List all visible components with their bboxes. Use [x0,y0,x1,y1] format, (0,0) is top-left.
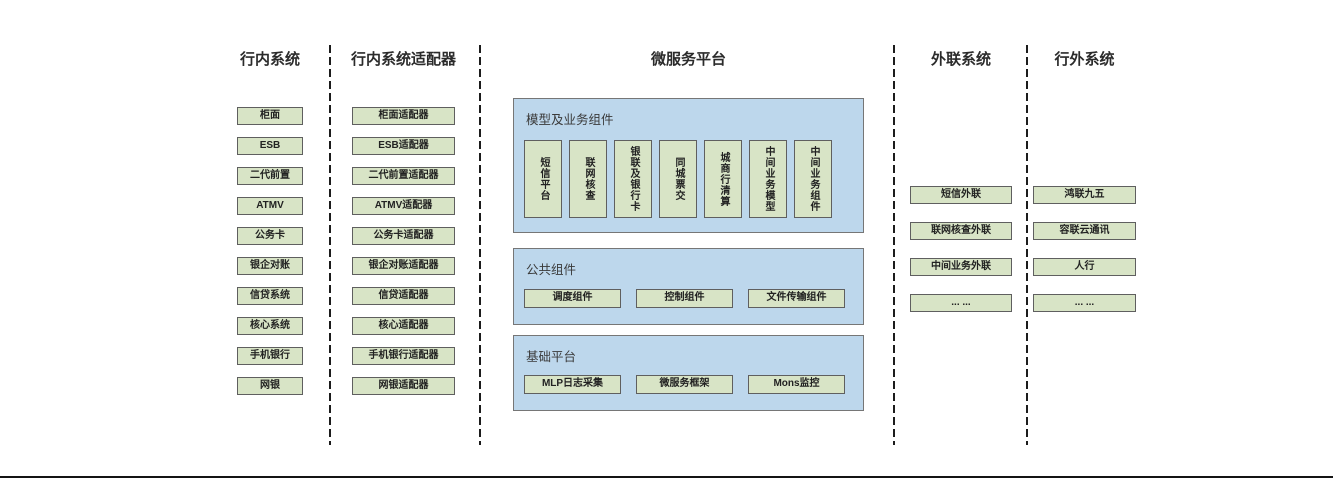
panel-model-business-components: 模型及业务组件 短信平台联网核查银联及银行卡同城票交城商行清算中间业务模型中间业… [513,98,864,233]
common-components-row: 调度组件控制组件文件传输组件 [524,289,845,308]
column-external-systems: 外联系统 短信外联联网核查外联中间业务外联 ... ... [910,50,1012,330]
adapter-box: 核心适配器 [352,317,455,335]
outside-box: 人行 [1033,258,1136,276]
column-header-internal-systems: 行内系统 [239,51,300,68]
system-box: 网银 [237,377,303,395]
panel-title-base: 基础平台 [526,350,577,364]
system-box: ESB [237,137,303,155]
system-box: 信贷系统 [237,287,303,305]
adapter-box: 公务卡适配器 [352,227,455,245]
platform-title: 微服务平台 [650,51,726,68]
panel-title-model: 模型及业务组件 [526,113,614,127]
panel-title-common: 公共组件 [526,263,577,277]
system-box: 柜面 [237,107,303,125]
panel-common-components: 公共组件 调度组件控制组件文件传输组件 [513,248,864,325]
component-box: 文件传输组件 [748,289,845,308]
outside-box: 容联云通讯 [1033,222,1136,240]
component-box-vertical: 银联及银行卡 [614,140,652,218]
component-box-vertical: 中间业务模型 [749,140,787,218]
system-box: 核心系统 [237,317,303,335]
adapter-box: ATMV适配器 [352,197,455,215]
column-header-external-systems: 外联系统 [930,51,991,68]
column-header-outside-systems: 行外系统 [1054,51,1115,68]
model-components-row: 短信平台联网核查银联及银行卡同城票交城商行清算中间业务模型中间业务组件 [524,140,832,218]
external-systems-list: 短信外联联网核查外联中间业务外联 ... ... [910,186,1012,330]
system-box: 二代前置 [237,167,303,185]
adapter-box: 网银适配器 [352,377,455,395]
outside-systems-list: 鸿联九五容联云通讯人行 ... ... [1033,186,1136,330]
system-box: 公务卡 [237,227,303,245]
bottom-divider-line [0,476,1333,478]
internal-systems-list: 柜面 ESB 二代前置 ATMV 公务卡银企对账信贷系统核心系统手机银行网银 [237,107,303,407]
dashed-separator [893,45,895,445]
adapter-box: 银企对账适配器 [352,257,455,275]
component-box-vertical: 联网核查 [569,140,607,218]
external-box: 中间业务外联 [910,258,1012,276]
component-box: 微服务框架 [636,375,733,394]
system-box: ATMV [237,197,303,215]
system-box: 银企对账 [237,257,303,275]
component-box: 控制组件 [636,289,733,308]
column-header-internal-adapters: 行内系统适配器 [351,51,457,68]
component-box-vertical: 城商行清算 [704,140,742,218]
outside-box: ... ... [1033,294,1136,312]
dashed-separator [1026,45,1028,445]
system-box: 手机银行 [237,347,303,365]
component-box-vertical: 短信平台 [524,140,562,218]
component-box: MLP日志采集 [524,375,621,394]
adapter-box: 手机银行适配器 [352,347,455,365]
base-platform-row: MLP日志采集微服务框架 Mons监控 [524,375,845,394]
adapter-box: ESB适配器 [352,137,455,155]
component-box-vertical: 同城票交 [659,140,697,218]
component-box: Mons监控 [748,375,845,394]
external-box: 联网核查外联 [910,222,1012,240]
column-internal-systems: 行内系统 柜面 ESB 二代前置 ATMV 公务卡银企对账信贷系统核心系统手机银行网银 [237,50,303,407]
adapter-box: 柜面适配器 [352,107,455,125]
external-box: ... ... [910,294,1012,312]
external-box: 短信外联 [910,186,1012,204]
panel-base-platform: 基础平台 MLP日志采集微服务框架 Mons监控 [513,335,864,411]
internal-adapters-list: 柜面适配器 ESB适配器二代前置适配器 ATMV适配器公务卡适配器银企对账适配器信贷… [352,107,455,407]
adapter-box: 信贷适配器 [352,287,455,305]
component-box: 调度组件 [524,289,621,308]
dashed-separator [479,45,481,445]
outside-box: 鸿联九五 [1033,186,1136,204]
adapter-box: 二代前置适配器 [352,167,455,185]
column-internal-adapters: 行内系统适配器 柜面适配器 ESB适配器二代前置适配器 ATMV适配器公务卡适配器银… [351,50,457,407]
column-outside-systems: 行外系统 鸿联九五容联云通讯人行 ... ... [1033,50,1136,330]
component-box-vertical: 中间业务组件 [794,140,832,218]
dashed-separator [329,45,331,445]
